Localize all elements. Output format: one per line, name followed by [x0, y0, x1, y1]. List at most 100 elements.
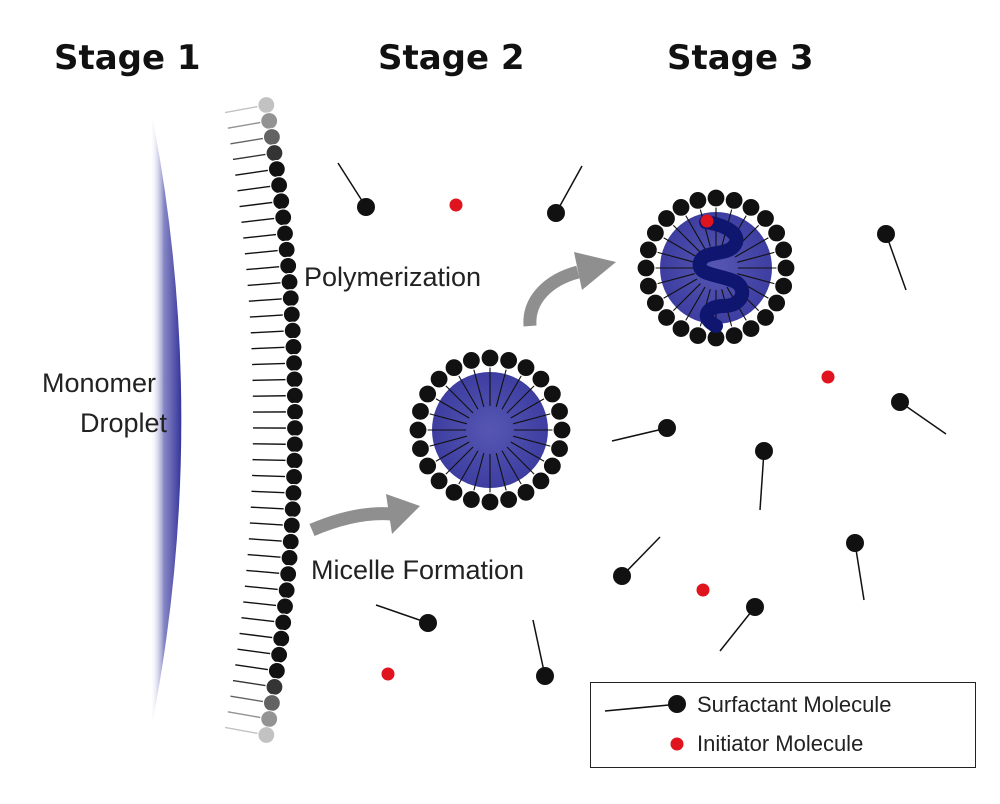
initiator-molecule [449, 198, 463, 212]
ring-surfactant [480, 454, 500, 512]
ring-surfactant [429, 446, 474, 491]
stage-2-title: Stage 2 [378, 38, 525, 78]
droplet-surfactant [224, 95, 276, 115]
ring-surfactant [734, 223, 787, 258]
ring-surfactant [636, 258, 694, 278]
droplet-surfactant [227, 111, 279, 131]
free-surfactant-molecules [337, 162, 947, 685]
surfactant-molecule [547, 165, 583, 222]
free-initiator-molecules [381, 198, 835, 681]
ring-surfactant [506, 446, 551, 491]
stage-1-title: Stage 1 [54, 38, 201, 78]
droplet-surfactant [230, 693, 281, 713]
empty-micelle [408, 348, 572, 512]
ring-surfactant [501, 450, 536, 502]
droplet-surfactant [248, 289, 300, 308]
droplet-surfactant [237, 645, 289, 664]
droplet-surfactant [247, 272, 299, 292]
droplet-surfactant [246, 256, 298, 275]
surfactant-molecule [877, 225, 907, 291]
ring-surfactant [638, 240, 695, 263]
surfactant-molecule [375, 604, 437, 632]
droplet-surfactant [249, 305, 301, 324]
initiator-molecule [696, 583, 710, 597]
ring-surfactant [726, 197, 761, 250]
ring-surfactant [506, 369, 551, 414]
ring-surfactant [444, 450, 479, 502]
droplet-surfactant [235, 661, 286, 680]
micelle-formation-arrowhead [386, 494, 420, 534]
initiator-in-particle [700, 214, 714, 228]
ring-surfactant [645, 278, 698, 313]
ring-surfactant [645, 223, 698, 258]
droplet-surfactant [237, 176, 289, 195]
surfactant-molecule [846, 534, 865, 601]
ring-surfactant [671, 197, 706, 250]
droplet-surfactant [241, 208, 293, 227]
micelle-formation-label: Micelle Formation [311, 555, 525, 585]
ring-surfactant [501, 358, 536, 410]
surfactant-molecule [719, 598, 764, 652]
droplet-surfactant [248, 532, 300, 551]
ring-surfactant [444, 358, 479, 410]
stage-3-title: Stage 3 [667, 38, 814, 78]
droplet-surfactant [243, 224, 295, 243]
droplet-surfactant [252, 386, 304, 405]
initiator-molecule [381, 667, 395, 681]
initiator-legend-icon [670, 737, 684, 751]
droplet-surfactant [252, 467, 304, 486]
droplet-surfactant [252, 435, 304, 454]
droplet-surfactant [230, 127, 281, 147]
droplet-surfactant [251, 483, 303, 503]
ring-surfactant [737, 240, 794, 263]
droplet-surfactant [250, 500, 302, 519]
ring-surfactant [656, 283, 701, 328]
ring-surfactant [510, 441, 562, 476]
droplet-surfactant [232, 677, 284, 697]
ring-surfactant [495, 350, 519, 407]
droplet-surfactant [232, 143, 284, 163]
ring-surfactant [429, 369, 474, 414]
droplet-surfactant [235, 160, 286, 179]
droplet-surfactant [250, 321, 302, 340]
ring-surfactant [495, 453, 519, 510]
ring-surfactant [418, 441, 470, 476]
ring-surfactant [514, 420, 572, 440]
ring-surfactant [410, 401, 467, 425]
ring-surfactant [737, 273, 794, 296]
ring-surfactant [408, 420, 466, 440]
polymer-particle [636, 188, 796, 348]
surfactant-molecule [532, 619, 554, 685]
monomer-droplet [150, 95, 305, 745]
droplet-surfactant [246, 565, 298, 584]
micelle-formation-arrow [309, 507, 393, 536]
droplet-surfactant [239, 192, 291, 211]
droplet-surfactant [249, 516, 301, 535]
polymerization-arrowhead [574, 252, 616, 290]
polymer-chain [692, 215, 750, 333]
droplet-surfactant [252, 402, 305, 421]
droplet-surfactant [252, 451, 304, 470]
droplet-surfactant [252, 419, 305, 438]
surfactant-legend-icon [604, 695, 686, 713]
droplet-surfactant [241, 613, 293, 632]
ring-surfactant [461, 453, 485, 510]
ring-surfactant [513, 435, 570, 459]
ring-surfactant [418, 384, 470, 419]
droplet-surfactant [247, 548, 299, 568]
surfactant-molecule [613, 536, 661, 585]
legend-surfactant-label: Surfactant Molecule [697, 692, 892, 717]
ring-surfactant [671, 286, 706, 339]
droplet-surfactant [224, 725, 276, 745]
initiator-molecule [821, 370, 835, 384]
droplet-surfactant [252, 354, 304, 373]
droplet-surfactant [244, 240, 296, 259]
surfactant-molecule [337, 162, 375, 216]
droplet-surfactant [243, 597, 295, 616]
legend-row-surfactant: Surfactant Molecule [591, 685, 975, 725]
droplet-label-line-2: Droplet [80, 408, 168, 438]
droplet-body [150, 105, 182, 735]
micelle-surfactant-ring [408, 348, 572, 512]
droplet-surfactant [239, 629, 291, 648]
